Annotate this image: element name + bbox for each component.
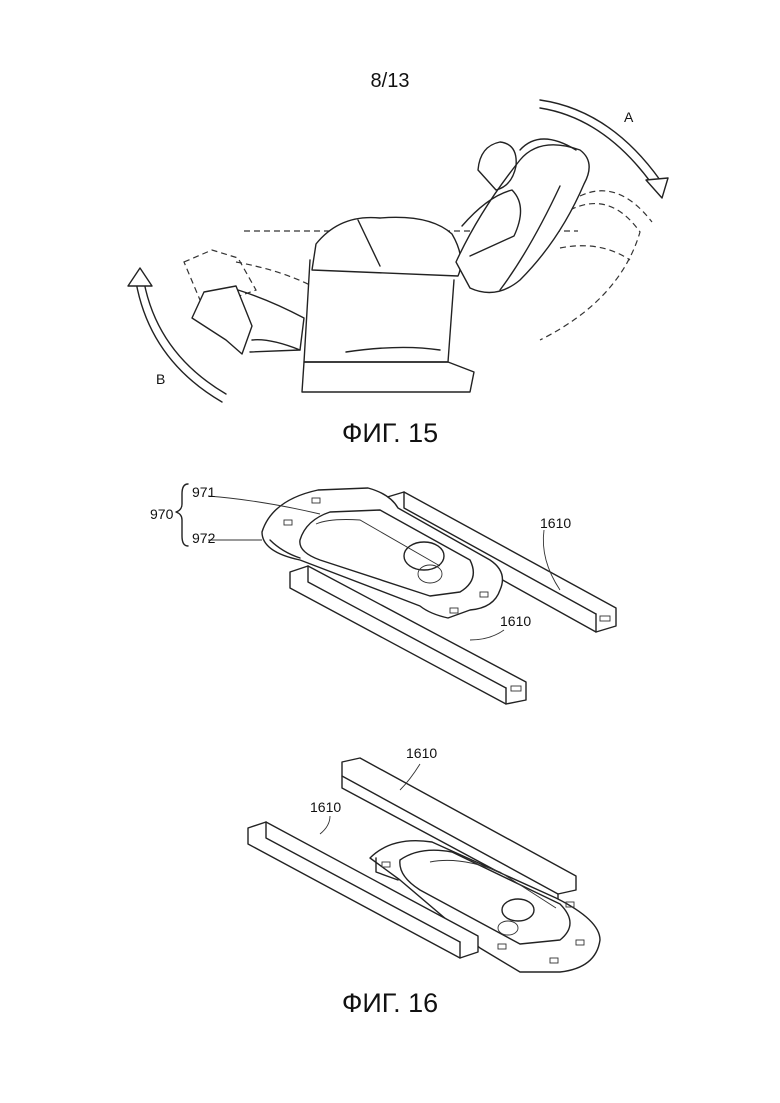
chair-backrest — [456, 145, 589, 293]
label-arrow-a: A — [624, 109, 634, 125]
label-arrow-b: B — [156, 371, 165, 387]
rotation-arrow-b: B — [128, 268, 226, 402]
label-1610-left-upper: 1610 — [500, 613, 531, 629]
label-970: 970 — [150, 506, 174, 522]
figure-15-caption: ФИГ. 15 — [0, 418, 780, 449]
massage-tray-upper — [262, 488, 502, 618]
chair-base — [302, 362, 474, 392]
assembly-brace — [176, 484, 188, 546]
label-972: 972 — [192, 530, 216, 546]
figure-16-lower-drawing: 1610 1610 — [248, 745, 600, 972]
figure-16-upper-drawing: 970 971 972 1610 1610 — [150, 484, 616, 704]
label-1610-bottom-left-lower: 1610 — [310, 799, 341, 815]
label-1610-right-upper: 1610 — [540, 515, 571, 531]
chair-legrest — [192, 286, 252, 354]
label-1610-top-lower: 1610 — [406, 745, 437, 761]
label-971: 971 — [192, 484, 216, 500]
figure-15-drawing: A B — [128, 100, 668, 402]
chair-armrest — [312, 217, 461, 276]
figure-16-caption: ФИГ. 16 — [0, 988, 780, 1019]
